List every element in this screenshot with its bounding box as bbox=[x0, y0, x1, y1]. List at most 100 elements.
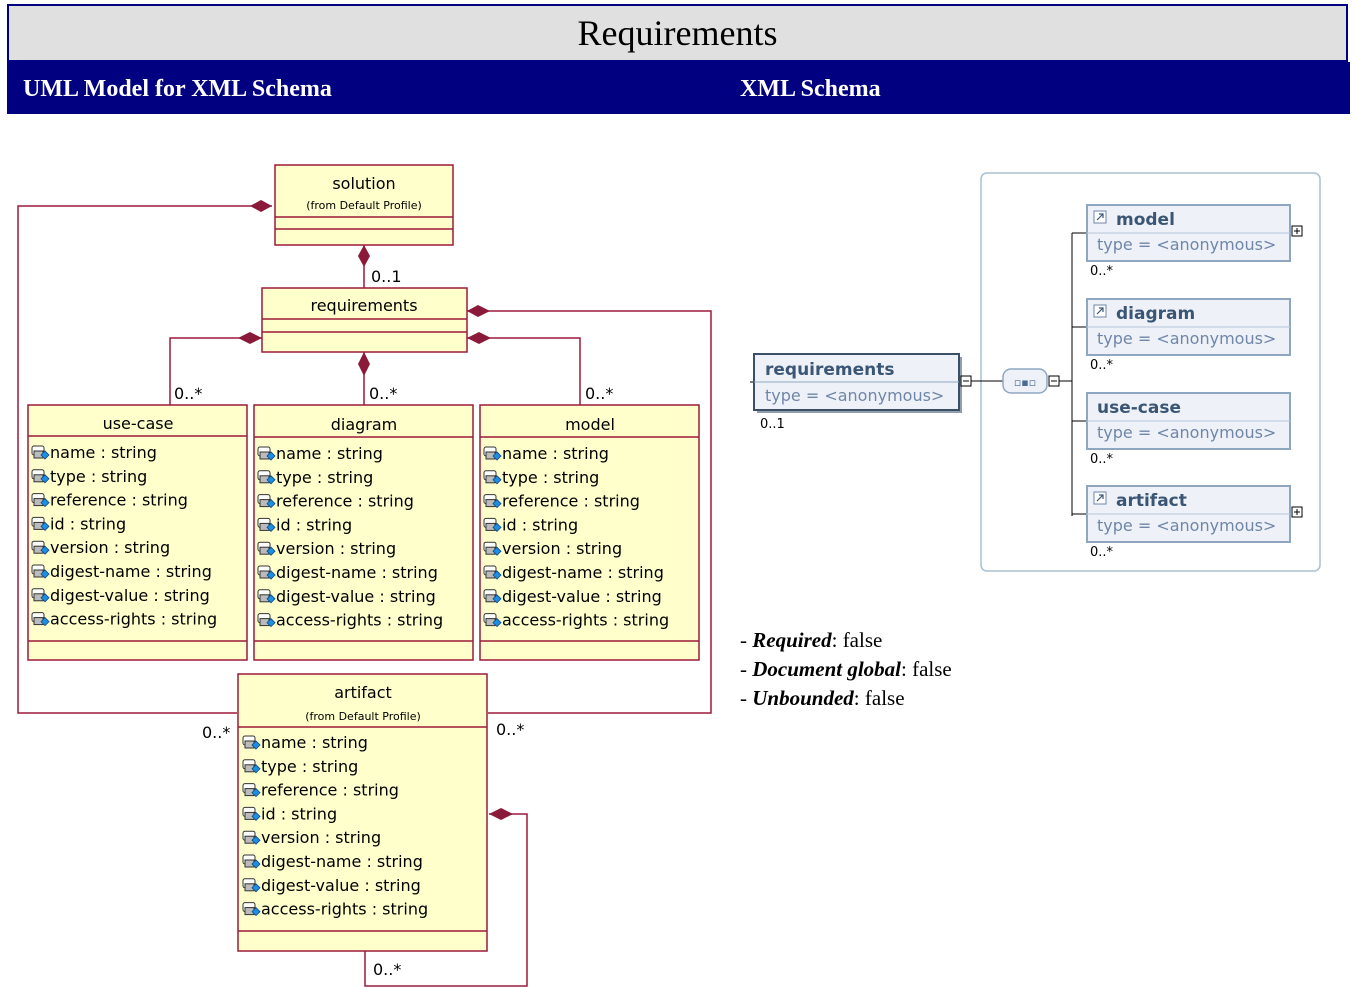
attribute-lock-icon bbox=[31, 588, 50, 603]
xsd-element-diagram: diagram type = <anonymous> 0..* bbox=[1072, 298, 1291, 373]
attribute-lock-icon bbox=[257, 565, 276, 580]
attribute-lock-icon bbox=[483, 541, 502, 556]
attribute-lock-icon bbox=[31, 540, 50, 555]
attribute-label: reference : string bbox=[276, 492, 414, 511]
element-reference-icon bbox=[1093, 304, 1107, 318]
class-name: diagram bbox=[331, 415, 398, 434]
xsd-element-name: artifact bbox=[1116, 491, 1187, 511]
attribute-label: digest-name : string bbox=[50, 562, 212, 581]
attribute-label: name : string bbox=[50, 443, 157, 462]
xsd-element-name: model bbox=[1116, 210, 1175, 230]
class-stereotype: (from Default Profile) bbox=[306, 199, 422, 212]
attribute-label: reference : string bbox=[50, 491, 188, 510]
requirements-artifact-line bbox=[467, 310, 712, 714]
xsd-element-type: type = <anonymous> bbox=[1097, 235, 1276, 254]
class-name: solution bbox=[332, 174, 395, 193]
solution-bottom-diamond bbox=[358, 245, 370, 267]
xsd-section-title: XML Schema bbox=[740, 76, 881, 102]
multiplicity-label: 0..* bbox=[585, 384, 613, 403]
attribute-lock-icon bbox=[242, 854, 261, 869]
multiplicity-label: 0..* bbox=[202, 723, 230, 742]
attribute-lock-icon bbox=[31, 493, 50, 508]
attribute-label: reference : string bbox=[502, 492, 640, 511]
property-document-global: - Document global: false bbox=[740, 657, 952, 681]
attribute-label: name : string bbox=[261, 733, 368, 752]
attribute-lock-icon bbox=[483, 613, 502, 628]
class-requirements: requirements bbox=[261, 287, 468, 353]
xsd-element-name: diagram bbox=[1116, 304, 1195, 324]
requirements-bottom-diamond bbox=[358, 352, 370, 376]
attribute-label: digest-name : string bbox=[276, 563, 438, 582]
class-stereotype: (from Default Profile) bbox=[305, 710, 421, 723]
page-title: Requirements bbox=[7, 4, 1348, 62]
attribute-lock-icon bbox=[242, 830, 261, 845]
attribute-lock-icon bbox=[483, 517, 502, 532]
artifact-self-diamond bbox=[489, 808, 513, 820]
xsd-element-type: type = <anonymous> bbox=[1097, 329, 1276, 348]
attribute-lock-icon bbox=[257, 446, 276, 461]
xsd-element-type: type = <anonymous> bbox=[765, 386, 944, 405]
attribute-lock-icon bbox=[257, 494, 276, 509]
attribute-label: access-rights : string bbox=[50, 610, 217, 629]
attribute-label: name : string bbox=[276, 444, 383, 463]
element-properties: - Required: false - Document global: fal… bbox=[740, 626, 952, 713]
attribute-lock-icon bbox=[242, 806, 261, 821]
attribute-lock-icon bbox=[483, 494, 502, 509]
multiplicity-label: 0..* bbox=[496, 720, 524, 739]
attribute-lock-icon bbox=[31, 564, 50, 579]
uml-connectors bbox=[17, 205, 712, 987]
attribute-lock-icon bbox=[257, 613, 276, 628]
attribute-label: reference : string bbox=[261, 781, 399, 800]
attribute-lock-icon bbox=[31, 469, 50, 484]
attribute-label: type : string bbox=[261, 757, 358, 776]
xsd-occurs: 0..1 bbox=[760, 417, 785, 432]
attribute-lock-icon bbox=[483, 565, 502, 580]
xsd-element-name: requirements bbox=[765, 360, 895, 380]
attribute-lock-icon bbox=[31, 516, 50, 531]
attribute-list: name : string type : string reference : st… bbox=[257, 444, 443, 630]
uml-class-diagram: 0..1 0..* 0..* 0..* 0..* 0..* 0..* solut… bbox=[17, 164, 712, 987]
solution-artifact-line bbox=[17, 205, 272, 714]
xsd-element-type: type = <anonymous> bbox=[1097, 423, 1276, 442]
attribute-lock-icon bbox=[242, 783, 261, 798]
attribute-label: id : string bbox=[276, 515, 352, 534]
attribute-label: id : string bbox=[261, 804, 337, 823]
property-unbounded: - Unbounded: false bbox=[740, 686, 905, 710]
attribute-lock-icon bbox=[483, 470, 502, 485]
element-reference-icon bbox=[1093, 210, 1107, 224]
attribute-lock-icon bbox=[257, 517, 276, 532]
element-reference-icon bbox=[1093, 491, 1107, 505]
xsd-element-artifact: artifact type = <anonymous> 0..* bbox=[1072, 485, 1303, 560]
xsd-occurs: 0..* bbox=[1090, 545, 1114, 560]
attribute-label: version : string bbox=[502, 539, 622, 558]
attribute-label: type : string bbox=[276, 468, 373, 487]
multiplicity-label: 0..* bbox=[369, 384, 397, 403]
attribute-lock-icon bbox=[483, 446, 502, 461]
attribute-label: digest-value : string bbox=[50, 586, 210, 605]
attribute-lock-icon bbox=[31, 445, 50, 460]
attribute-lock-icon bbox=[257, 541, 276, 556]
attribute-lock-icon bbox=[257, 589, 276, 604]
attribute-label: digest-value : string bbox=[261, 876, 421, 895]
requirements-right-top-diamond bbox=[467, 305, 490, 317]
attribute-label: digest-value : string bbox=[276, 587, 436, 606]
xsd-occurs: 0..* bbox=[1090, 452, 1114, 467]
composition-diamonds bbox=[238, 200, 513, 820]
uml-section-title: UML Model for XML Schema bbox=[23, 76, 332, 102]
multiplicities: 0..1 0..* 0..* 0..* 0..* 0..* 0..* bbox=[174, 267, 613, 979]
expand-icon[interactable] bbox=[1291, 506, 1303, 518]
xsd-element-type: type = <anonymous> bbox=[1097, 516, 1276, 535]
xsd-occurs: 0..* bbox=[1090, 358, 1114, 373]
sequence-compositor bbox=[1002, 368, 1048, 394]
attribute-label: digest-name : string bbox=[261, 852, 423, 871]
multiplicity-label: 0..1 bbox=[371, 267, 402, 286]
attribute-label: version : string bbox=[50, 538, 170, 557]
artifact-self-line bbox=[364, 813, 528, 987]
attribute-label: access-rights : string bbox=[261, 900, 428, 919]
attribute-label: id : string bbox=[502, 515, 578, 534]
requirements-left-diamond bbox=[238, 332, 262, 344]
expand-icon[interactable] bbox=[1291, 225, 1303, 237]
